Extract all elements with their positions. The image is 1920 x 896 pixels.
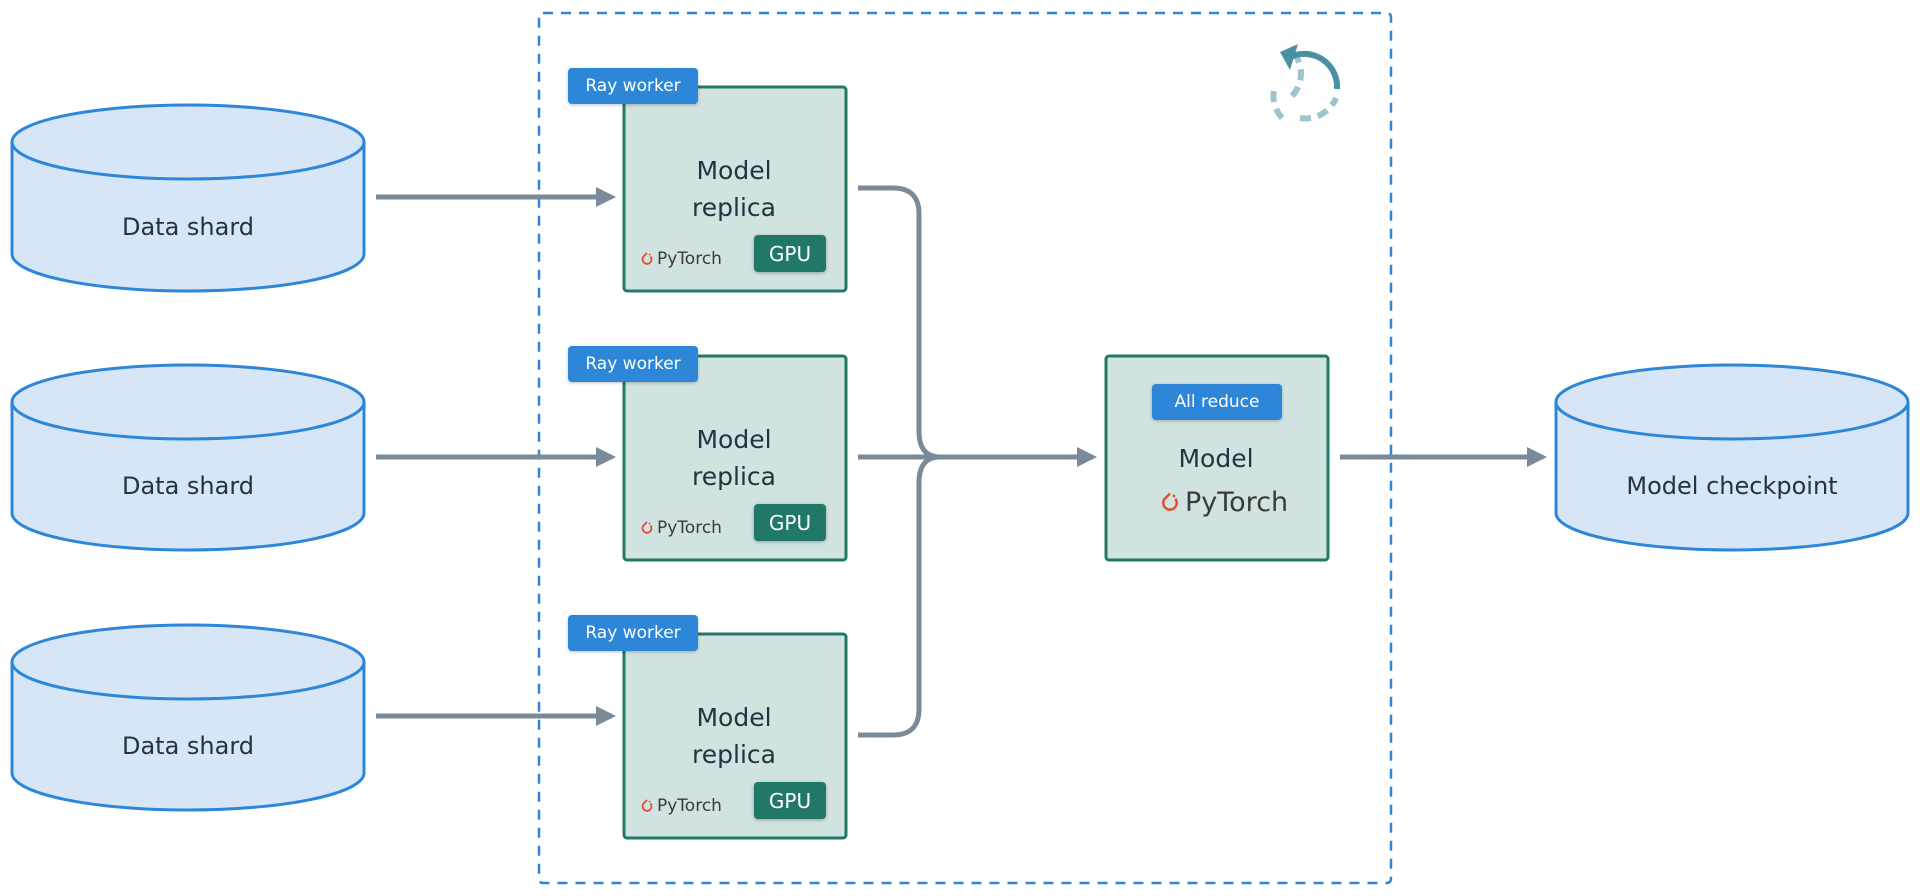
model-replica-label-3-line2: replica bbox=[692, 740, 776, 769]
model-replica-label-2-line1: Model bbox=[696, 425, 772, 454]
data-shard-label-2: Data shard bbox=[121, 472, 255, 500]
ray-worker-tag-3: Ray worker bbox=[568, 615, 698, 651]
pytorch-flame-icon bbox=[641, 521, 653, 534]
model-checkpoint-label: Model checkpoint bbox=[1626, 472, 1838, 500]
pytorch-flame-icon bbox=[641, 252, 653, 265]
data-shard-label-3: Data shard bbox=[121, 732, 255, 760]
model-replica-label-3: Model replica bbox=[624, 696, 844, 776]
data-shard-cylinder-3 bbox=[10, 623, 366, 812]
model-checkpoint-cylinder bbox=[1554, 363, 1910, 552]
all-reduce-tag: All reduce bbox=[1152, 384, 1282, 420]
refresh-loop-icon bbox=[1270, 44, 1341, 122]
model-replica-label-3-line1: Model bbox=[696, 703, 772, 732]
data-shard-cylinder-1 bbox=[10, 103, 366, 293]
model-replica-label-2: Model replica bbox=[624, 418, 844, 498]
gpu-badge-3: GPU bbox=[754, 782, 826, 819]
connector-worker-1 bbox=[858, 185, 941, 460]
pytorch-flame-icon bbox=[641, 799, 653, 812]
model-replica-label-2-line2: replica bbox=[692, 462, 776, 491]
pytorch-logo-reducer: PyTorch bbox=[1161, 487, 1288, 518]
data-shard-label-1: Data shard bbox=[121, 213, 255, 241]
pytorch-logo-2: PyTorch bbox=[641, 518, 722, 538]
training-group-border bbox=[537, 11, 1393, 885]
ray-worker-tag-2: Ray worker bbox=[568, 346, 698, 382]
ray-worker-tag-1: Ray worker bbox=[568, 68, 698, 104]
data-shard-cylinder-2 bbox=[10, 363, 366, 552]
gpu-badge-2: GPU bbox=[754, 504, 826, 541]
connector-worker-3 bbox=[858, 454, 941, 738]
pytorch-text-1: PyTorch bbox=[657, 249, 722, 269]
pytorch-text-3: PyTorch bbox=[657, 796, 722, 816]
gpu-badge-1: GPU bbox=[754, 235, 826, 272]
model-replica-label-1: Model replica bbox=[624, 149, 844, 229]
pytorch-text-2: PyTorch bbox=[657, 518, 722, 538]
pytorch-flame-icon bbox=[1162, 492, 1178, 511]
pytorch-logo-3: PyTorch bbox=[641, 796, 722, 816]
pytorch-text-reducer: PyTorch bbox=[1185, 487, 1289, 518]
pytorch-logo-1: PyTorch bbox=[641, 249, 722, 269]
reducer-model-label: Model bbox=[1178, 443, 1254, 473]
model-replica-label-1-line1: Model bbox=[696, 156, 772, 185]
model-replica-label-1-line2: replica bbox=[692, 193, 776, 222]
